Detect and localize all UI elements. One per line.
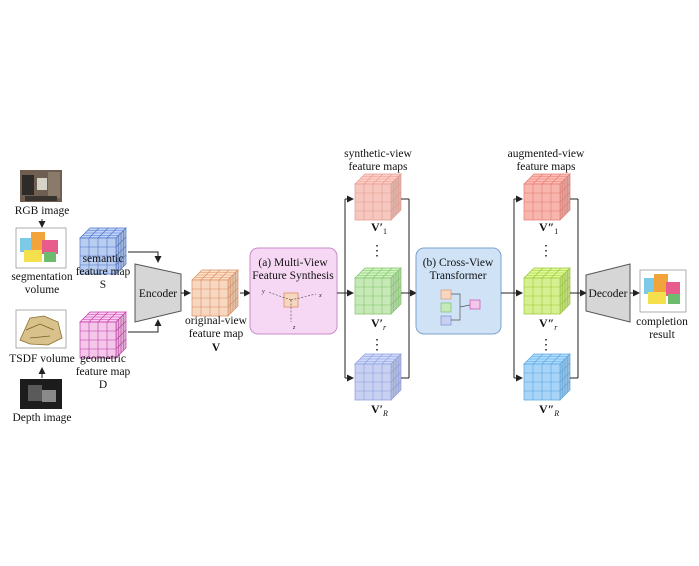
- depth-image-label: Depth image: [12, 412, 71, 424]
- synthetic-dots-upper: ⋮: [370, 244, 384, 259]
- v-dprime-R-symbol: V″R: [539, 402, 559, 418]
- synthetic-dots-lower: ⋮: [370, 338, 384, 353]
- completion-label-line1: completion: [636, 316, 688, 328]
- geometric-feature-map-cube: [79, 311, 127, 359]
- cvt-label-line2: Transformer: [429, 270, 486, 282]
- segmentation-volume-label-line1: segmentation: [11, 271, 73, 283]
- semantic-map-symbol: S: [100, 279, 106, 291]
- geometric-map-symbol: D: [99, 379, 107, 391]
- v-prime-r-symbol: V′r: [371, 316, 387, 332]
- decoder-label: Decoder: [589, 288, 628, 300]
- synthetic-view-label-line1: synthetic-view: [344, 148, 412, 160]
- cvt-fanin-lines: [401, 198, 417, 379]
- decoder-fanin-lines: [570, 198, 587, 379]
- synthetic-view-label-line2: feature maps: [348, 161, 408, 173]
- synthetic-view-cube-r: [354, 267, 402, 315]
- original-view-label-line1: original-view: [185, 315, 248, 327]
- augmented-view-label-line2: feature maps: [516, 161, 576, 173]
- semantic-to-encoder-arrow: [128, 251, 162, 263]
- synthetic-view-cube-R: [354, 353, 402, 401]
- segmentation-volume-image: [15, 227, 67, 269]
- augmented-view-cube-r: [523, 267, 571, 315]
- augmented-view-cube-1: [523, 173, 571, 221]
- v-dprime-1-symbol: V″1: [539, 220, 558, 236]
- axis-x-label: x: [318, 293, 322, 299]
- axis-z-label: z: [292, 325, 296, 331]
- depth-image-thumbnail: [20, 379, 62, 409]
- geometric-map-label-line1: geometric: [80, 353, 126, 365]
- v-prime-1-symbol: V′1: [371, 220, 387, 236]
- mvfs-fanout-lines: [337, 195, 354, 382]
- rgb-image-thumbnail: [20, 170, 62, 202]
- mvfs-label-line1: (a) Multi-View: [258, 257, 328, 269]
- semantic-map-label-line1: semantic: [83, 253, 124, 265]
- completion-label-line2: result: [649, 329, 675, 341]
- decoder-block: [585, 263, 631, 323]
- cvt-fanout-lines: [501, 195, 523, 382]
- multi-view-feature-synthesis-box: [249, 247, 338, 335]
- synthetic-view-cube-1: [354, 173, 402, 221]
- completion-result-image: [639, 269, 687, 313]
- geometric-map-label-line2: feature map: [76, 366, 131, 378]
- original-view-label-line2: feature map: [189, 328, 244, 340]
- rgb-image-label: RGB image: [15, 205, 70, 217]
- original-view-symbol: V: [212, 342, 221, 354]
- v-prime-R-symbol: V′R: [371, 402, 388, 418]
- v-dprime-r-symbol: V″r: [539, 316, 558, 332]
- augmented-view-cube-R: [523, 353, 571, 401]
- semantic-feature-map-cube: [79, 227, 127, 275]
- cross-view-transformer-box: [415, 247, 502, 335]
- axis-y-label: y: [261, 289, 265, 295]
- tsdf-volume-label: TSDF volume: [9, 353, 75, 365]
- augmented-view-label-line1: augmented-view: [508, 148, 585, 160]
- encoder-label: Encoder: [139, 288, 177, 300]
- original-view-feature-map-cube: [191, 269, 239, 317]
- cvt-label-line1: (b) Cross-View: [423, 257, 494, 269]
- semantic-map-label-line2: feature map: [76, 266, 131, 278]
- mvfs-label-line2: Feature Synthesis: [252, 270, 334, 282]
- augmented-dots-lower: ⋮: [539, 338, 553, 353]
- geometric-to-encoder-arrow: [128, 319, 162, 333]
- tsdf-volume-image: [15, 309, 67, 349]
- augmented-dots-upper: ⋮: [539, 244, 553, 259]
- segmentation-volume-label-line2: volume: [25, 284, 60, 296]
- mvfs-axes-illustration: [267, 291, 317, 322]
- encoder-block: [134, 263, 182, 323]
